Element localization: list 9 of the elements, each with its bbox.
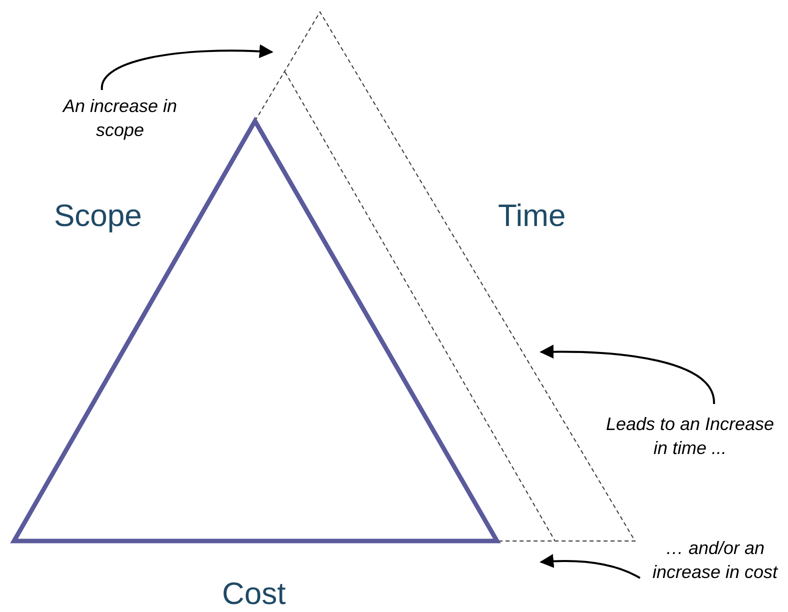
constraint-label: Cost xyxy=(222,576,286,612)
curved-arrow xyxy=(540,344,715,404)
curved-arrow xyxy=(540,554,640,579)
curved-arrow xyxy=(101,44,274,90)
constraint-label: Scope xyxy=(54,198,142,234)
constraint-label: Time xyxy=(498,198,566,234)
callout-text: … and/or an increase in cost xyxy=(640,536,788,584)
callout-text: Leads to an Increase in time ... xyxy=(605,412,775,460)
callout-text: An increase in scope xyxy=(40,94,200,142)
